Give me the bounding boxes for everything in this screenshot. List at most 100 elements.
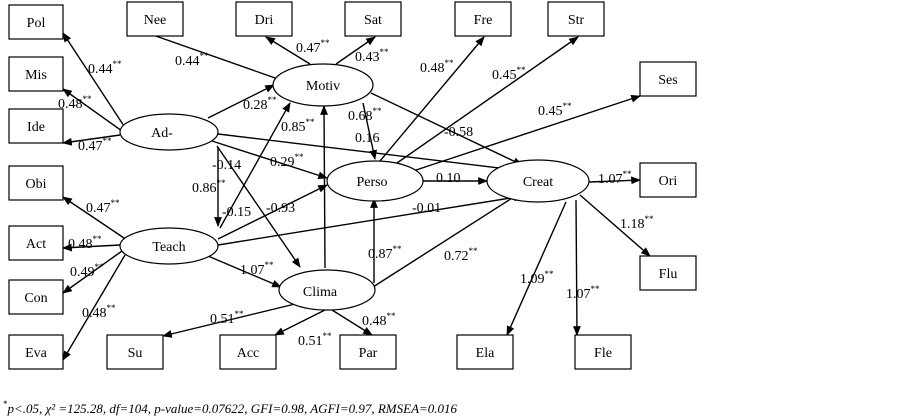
- coef-ad-clima: -0.15: [222, 205, 251, 220]
- coef-clima-su: 0.51**: [210, 309, 244, 327]
- edge-ad-mis: [62, 88, 123, 132]
- coefficient-labels: 0.44** 0.48** 0.47** 0.47** 0.48** 0.49*…: [58, 38, 654, 349]
- box-mis-label: Mis: [25, 68, 47, 83]
- latent-teach: Teach: [119, 227, 219, 265]
- box-pol: Pol: [8, 4, 64, 40]
- coef-clima-acc: 0.51**: [298, 331, 332, 349]
- box-fre: Fre: [454, 1, 512, 37]
- coef-creat-flu: 1.18**: [620, 214, 654, 232]
- box-su-label: Su: [128, 346, 143, 361]
- box-ses-label: Ses: [658, 73, 677, 88]
- coef-teach-eva: 0.48**: [82, 303, 116, 321]
- coef-teach-act: 0.48**: [68, 234, 102, 252]
- edge-ad-ide: [62, 134, 121, 146]
- edge-perso-ses: [409, 95, 641, 173]
- box-nee-label: Nee: [144, 13, 167, 28]
- edge-perso-fre: [379, 36, 485, 162]
- coef-clima-creat: 0.72**: [444, 246, 478, 264]
- box-ide: Ide: [8, 108, 64, 144]
- coef-creat-ori: 1.07**: [598, 169, 632, 187]
- latent-creat: Creat: [486, 159, 590, 203]
- box-str: Str: [547, 1, 605, 37]
- latent-perso-label: Perso: [356, 175, 387, 190]
- box-acc: Acc: [219, 334, 277, 370]
- box-obi-label: Obi: [26, 177, 47, 192]
- box-act-label: Act: [26, 237, 46, 252]
- coef-creat-fle: 1.07**: [566, 284, 600, 302]
- edge-ad-motiv: [207, 84, 275, 119]
- edge-motiv-sat: [335, 36, 376, 65]
- edge-creat-fle: [573, 199, 581, 336]
- coef-ad-teach: 0.86**: [192, 178, 226, 196]
- coef-ad-mis: 0.48**: [58, 94, 92, 112]
- coef-teach-clima: 1.07**: [240, 260, 274, 278]
- edge-motiv-creat: [370, 92, 523, 166]
- footnote-text: p<.05, χ² =125.28, df=104, p-value=0.076…: [7, 401, 458, 416]
- edge-creat-ori: [588, 176, 641, 185]
- edge-creat-flu: [579, 194, 651, 257]
- coef-motiv-dri: 0.47**: [296, 38, 330, 56]
- edge-clima-acc: [274, 309, 326, 336]
- box-nee: Nee: [126, 1, 184, 37]
- box-ela-label: Ela: [476, 346, 495, 361]
- fit-statistics-footnote: *p<.05, χ² =125.28, df=104, p-value=0.07…: [3, 399, 458, 416]
- box-sat: Sat: [344, 1, 402, 37]
- latent-creat-label: Creat: [523, 175, 553, 190]
- edge-teach-motiv: [219, 102, 291, 229]
- edge-clima-su: [162, 303, 296, 338]
- coef-ad-perso: -0.14: [212, 158, 241, 173]
- edge-teach-perso: [217, 184, 328, 240]
- box-sat-label: Sat: [364, 13, 382, 28]
- coef-teach-perso: -0.93: [266, 201, 295, 216]
- edge-teach-eva: [62, 254, 126, 361]
- latent-ad-label: Ad-: [151, 126, 173, 141]
- edge-teach-act: [62, 243, 121, 252]
- coef-teach-creat: -0.01: [412, 201, 441, 216]
- latent-variables: Ad- Teach Motiv Perso Clima Creat: [119, 63, 590, 311]
- footnote-mark: *: [3, 399, 8, 409]
- edge-motiv-perso: [362, 102, 377, 160]
- box-eva: Eva: [8, 334, 64, 370]
- latent-ad: Ad-: [119, 113, 219, 151]
- box-par: Par: [339, 334, 397, 370]
- latent-perso: Perso: [326, 160, 424, 202]
- coef-motiv-nee: 0.44**: [175, 51, 209, 69]
- coef-motiv-perso: 0.68**: [348, 106, 382, 124]
- box-str-label: Str: [568, 13, 585, 28]
- coef-motiv-sat: 0.43**: [355, 47, 389, 65]
- coef-ad-creat: 0.16: [355, 131, 380, 146]
- edge-teach-con: [62, 250, 123, 294]
- box-fle-label: Fle: [594, 346, 612, 361]
- box-acc-label: Acc: [237, 346, 260, 361]
- edge-ad-perso: [211, 140, 328, 180]
- edge-teach-obi: [62, 196, 125, 239]
- edge-ad-clima: [216, 145, 301, 268]
- coef-perso-str: 0.45**: [492, 65, 526, 83]
- coef-teach-con: 0.49**: [70, 262, 104, 280]
- edge-clima-motiv: [320, 105, 328, 269]
- edge-creat-ela: [506, 201, 567, 336]
- edges: [62, 27, 651, 361]
- box-ide-label: Ide: [27, 120, 45, 135]
- box-flu: Flu: [639, 255, 697, 291]
- edge-teach-clima: [207, 255, 282, 288]
- edge-clima-par: [331, 309, 373, 336]
- edge-clima-creat: [372, 192, 521, 288]
- box-dri-label: Dri: [255, 13, 274, 28]
- coef-perso-fre: 0.48**: [420, 58, 454, 76]
- box-obi: Obi: [8, 165, 64, 201]
- coef-ad-pol: 0.44**: [88, 59, 122, 77]
- coef-clima-motiv: 0.85**: [281, 117, 315, 135]
- box-fle: Fle: [574, 334, 632, 370]
- box-mis: Mis: [8, 56, 64, 92]
- observed-variables: Pol Mis Ide Obi Act Con Eva Nee Dri Sat …: [8, 1, 697, 370]
- box-ori-label: Ori: [659, 174, 678, 189]
- latent-teach-label: Teach: [152, 240, 185, 255]
- coef-motiv-creat: -0.58: [444, 125, 473, 140]
- coef-creat-ela: 1.09**: [520, 269, 554, 287]
- edge-teach-creat: [217, 193, 524, 246]
- latent-motiv: Motiv: [272, 63, 374, 107]
- box-par-label: Par: [359, 346, 378, 361]
- edge-motiv-dri: [265, 36, 311, 65]
